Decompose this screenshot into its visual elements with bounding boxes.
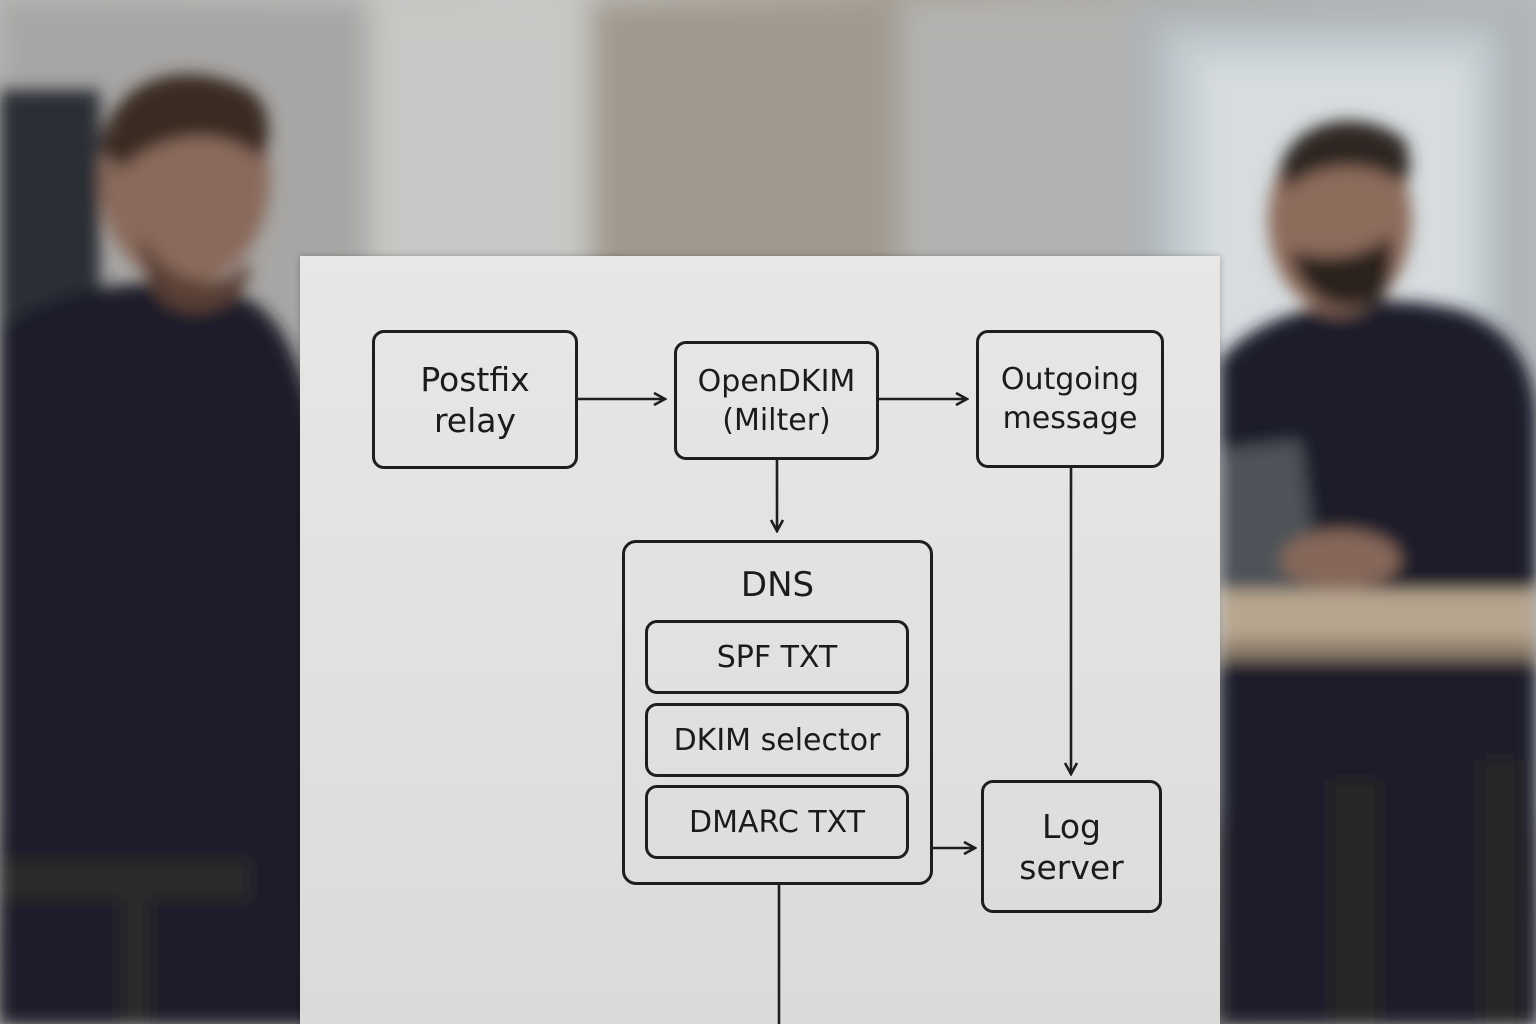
dmarc-txt-record: DMARC TXT: [645, 785, 909, 859]
postfix-relay-label: Postfix relay: [420, 359, 530, 440]
dmarc-txt-label: DMARC TXT: [688, 804, 865, 840]
outgoing-message-node: Outgoing message: [976, 330, 1164, 468]
dns-title: DNS: [740, 565, 815, 605]
dkim-selector-record: DKIM selector: [645, 703, 909, 777]
dkim-selector-label: DKIM selector: [673, 722, 881, 758]
spf-txt-record: SPF TXT: [645, 620, 909, 694]
postfix-relay-node: Postfix relay: [372, 330, 578, 469]
log-server-label: Log server: [1019, 806, 1124, 887]
log-server-node: Log server: [981, 780, 1162, 913]
dns-group: DNS: [622, 540, 933, 885]
opendkim-node: OpenDKIM (Milter): [674, 341, 879, 460]
opendkim-label: OpenDKIM (Milter): [697, 363, 856, 438]
whiteboard: [300, 256, 1220, 1024]
outgoing-message-label: Outgoing message: [1000, 362, 1140, 436]
spf-txt-label: SPF TXT: [716, 639, 838, 675]
